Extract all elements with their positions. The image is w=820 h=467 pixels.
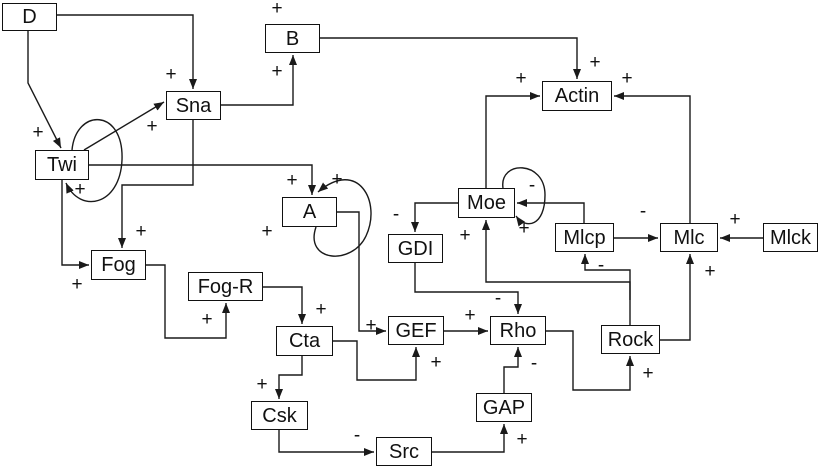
sign-csk-src: -	[353, 425, 361, 446]
sign-b-actin: +	[589, 52, 601, 73]
sign-moe-actin: +	[515, 68, 527, 89]
node-mlcp: Mlcp	[555, 223, 614, 252]
sign-fog-fogr: +	[201, 309, 213, 330]
sign-sna-fog: +	[135, 221, 147, 242]
edge-d-sna	[57, 14, 197, 89]
edge-twi-fog	[61, 180, 89, 269]
node-src: Src	[376, 437, 432, 466]
node-a: A	[282, 197, 337, 227]
edge-fog-fogr	[146, 264, 230, 339]
sign-rock-mlc: +	[704, 261, 716, 282]
edge-rock-mlcp	[581, 254, 631, 300]
edge-moe-self	[502, 167, 546, 227]
node-gef: GEF	[388, 316, 444, 345]
sign-gef-rho: +	[464, 305, 476, 326]
sign-twi-a: +	[286, 170, 298, 191]
edge-sna-b	[221, 55, 297, 106]
sign-mlck-mlc: +	[729, 209, 741, 230]
edge-twi-self	[65, 119, 123, 203]
edge-sna-fog	[118, 120, 194, 248]
sign-gap-rho: -	[530, 353, 538, 374]
edge-gap-rho	[503, 347, 522, 393]
sign-a-self: +	[331, 169, 343, 190]
sign-rock-mlcp: -	[597, 255, 605, 276]
sign-rho-rock: +	[642, 363, 654, 384]
node-d: D	[2, 3, 57, 31]
node-rock: Rock	[601, 325, 660, 354]
sign-b-input: +	[271, 0, 283, 19]
sign-twi-self: +	[74, 179, 86, 200]
sign-a-gef: +	[365, 315, 377, 336]
node-b: B	[265, 24, 320, 53]
node-gap: GAP	[476, 393, 532, 422]
edge-a-self	[313, 179, 372, 257]
node-moe: Moe	[458, 188, 515, 218]
sign-fogr-cta: +	[315, 299, 327, 320]
sign-mlcp-mlc: -	[639, 201, 647, 222]
sign-d-sna: +	[165, 64, 177, 85]
node-rho: Rho	[490, 316, 546, 345]
edge-mlcp-moe	[517, 199, 585, 223]
edge-rho-rock	[546, 330, 634, 391]
edge-b-actin	[320, 37, 581, 79]
edge-moe-actin	[485, 92, 540, 188]
edge-fogr-cta	[263, 286, 306, 324]
edge-gdi-rho	[414, 263, 522, 314]
sign-cta-csk: +	[256, 374, 268, 395]
sign-a-self-lower: +	[261, 221, 273, 242]
edge-rock-moe	[482, 220, 631, 325]
sign-src-gap: +	[516, 429, 528, 450]
edge-d-twi	[27, 31, 62, 149]
edge-csk-src	[278, 430, 374, 456]
edge-a-gef	[337, 211, 386, 335]
sign-cta-gef: +	[430, 352, 442, 373]
sign-gdi-rho: -	[494, 288, 502, 309]
edge-src-gap	[432, 424, 508, 453]
node-mlc: Mlc	[660, 223, 718, 252]
node-actin: Actin	[542, 81, 612, 111]
node-cta: Cta	[276, 326, 333, 356]
edge-twi-a	[89, 164, 316, 195]
sign-sna-b: +	[271, 61, 283, 82]
edge-rock-mlc	[660, 254, 694, 341]
sign-twi-sna: +	[146, 116, 158, 137]
edge-cta-gef	[333, 340, 420, 381]
sign-moe-self: +	[518, 218, 530, 239]
sign-rock-moe: +	[459, 225, 471, 246]
sign-mlcp-moe: -	[528, 175, 536, 196]
sign-twi-fog: +	[71, 274, 83, 295]
sign-d-twi: +	[32, 122, 44, 143]
node-csk: Csk	[251, 401, 308, 430]
edge-mlc-actin	[614, 92, 691, 223]
node-fog-r: Fog-R	[188, 272, 263, 301]
edge-moe-gdi	[411, 202, 458, 232]
node-mlck: Mlck	[763, 223, 818, 252]
node-fog: Fog	[91, 250, 146, 280]
edge-twi-sna	[83, 101, 165, 151]
node-sna: Sna	[166, 91, 221, 120]
node-gdi: GDI	[388, 234, 443, 263]
node-twi: Twi	[35, 150, 89, 180]
sign-mlc-actin: +	[621, 68, 633, 89]
edge-cta-csk	[275, 356, 303, 399]
sign-moe-gdi: -	[392, 204, 400, 225]
